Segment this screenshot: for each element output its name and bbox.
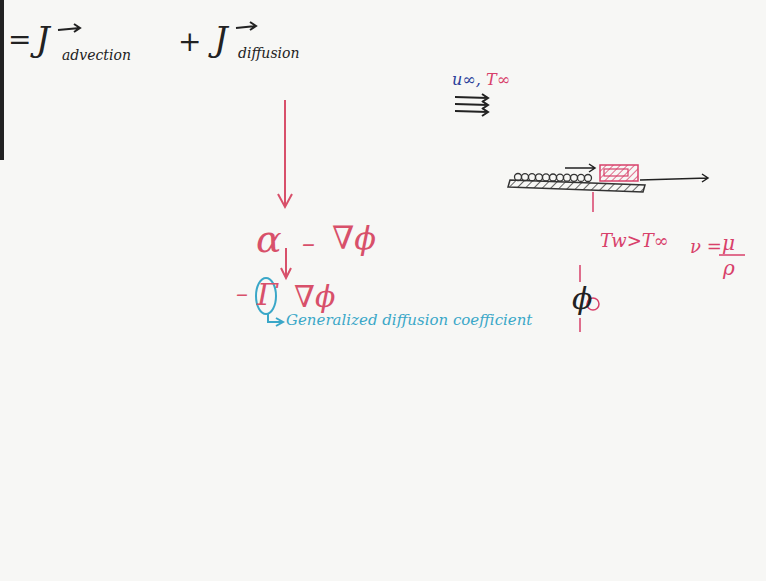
handwritten-label: ∇ϕ bbox=[294, 282, 335, 312]
handwritten-label: ν = bbox=[690, 238, 722, 256]
handwritten-label: ϕ bbox=[572, 284, 592, 314]
handwritten-label: + bbox=[178, 28, 201, 56]
handwritten-label: J bbox=[214, 22, 228, 56]
handwritten-label: ρ bbox=[723, 258, 735, 278]
handwritten-label: J bbox=[36, 22, 50, 56]
handwritten-label: ∇ϕ bbox=[332, 222, 376, 254]
handwritten-label: μ bbox=[722, 233, 735, 253]
handwritten-label: u∞, bbox=[452, 72, 481, 88]
handwritten-label: – bbox=[302, 230, 315, 256]
handwritten-label: Generalized diffusion coefficient bbox=[286, 313, 532, 328]
handwritten-label: advection bbox=[62, 48, 131, 62]
handwritten-label: Tw>T∞ bbox=[600, 232, 669, 250]
handwritten-label: = bbox=[8, 26, 31, 54]
handwritten-label: α bbox=[256, 220, 282, 258]
handwritten-label: diffusion bbox=[238, 46, 299, 60]
handwritten-label: – bbox=[236, 282, 248, 306]
handwritten-label: T∞ bbox=[486, 72, 510, 88]
handwritten-label: Γ bbox=[257, 280, 278, 310]
